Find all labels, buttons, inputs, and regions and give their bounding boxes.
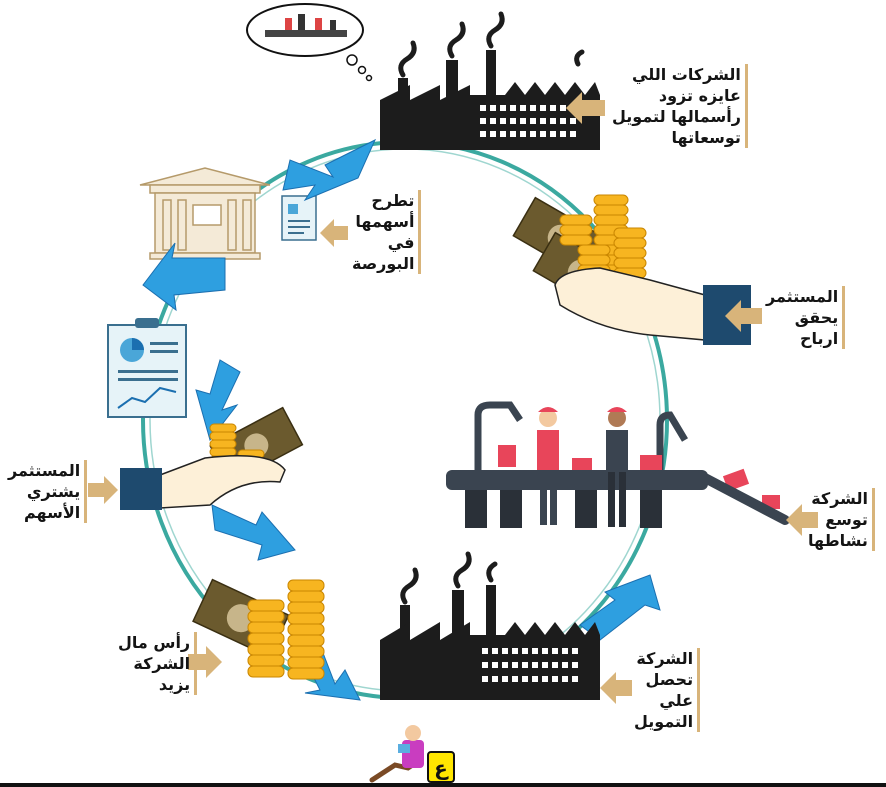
hand-with-money-icon — [120, 406, 304, 510]
label-line: الشركة — [133, 654, 191, 673]
pointer-arrow-icon — [786, 504, 818, 536]
label-line: التمويل — [634, 712, 694, 731]
label-line: رأسمالها لتمويل — [612, 107, 741, 126]
label-line: نشاطها — [808, 531, 868, 550]
label-line: المستثمر — [766, 287, 839, 306]
label-line: أسهمها — [355, 212, 415, 231]
stock-exchange-building-icon — [139, 167, 271, 260]
conveyor-belt-icon — [446, 401, 790, 528]
label-company-expands: الشركة توسع نشاطها — [808, 488, 875, 551]
label-line: يحقق — [794, 308, 839, 327]
arrow-icon — [142, 242, 226, 312]
pointer-arrow-icon — [600, 672, 632, 704]
label-line: البورصة — [352, 254, 415, 273]
pointer-arrow-icon — [320, 219, 348, 247]
share-certificate-icon — [281, 195, 317, 241]
label-line: تحصل — [645, 670, 694, 689]
coins-and-banknote-icon — [192, 578, 325, 680]
label-line: توسع — [825, 510, 868, 529]
factory-icon — [380, 551, 600, 700]
label-line: المستثمر — [8, 461, 81, 480]
arrow-icon — [579, 574, 661, 641]
pointer-arrow-icon — [88, 476, 118, 504]
pointer-arrow-icon — [725, 300, 762, 332]
report-document-icon — [107, 318, 187, 418]
label-line: الشركات اللي — [632, 65, 741, 84]
label-line: يزيد — [158, 675, 191, 694]
hand-with-coins-icon — [512, 194, 751, 345]
factory-icon — [380, 11, 600, 150]
label-company-financing: الشركة تحصل علي التمويل — [634, 648, 701, 732]
arrow-icon — [211, 504, 296, 561]
label-investor-profit: المستثمر يحقق ارباح — [766, 286, 846, 349]
label-line: توسعاتها — [671, 128, 741, 147]
arrow-icon — [282, 138, 377, 202]
label-line: علي — [659, 691, 694, 710]
label-investor-buys: المستثمر يشتري الأسهم — [8, 460, 88, 523]
pointer-arrow-icon — [566, 92, 605, 124]
label-capital-increases: رأس مال الشركة يزيد — [118, 632, 198, 695]
label-line: الشركة — [636, 649, 694, 668]
label-line: الشركة — [811, 489, 868, 508]
label-line: يشتري — [26, 482, 81, 501]
label-line: رأس مال — [118, 633, 191, 652]
label-line: عايزه تزود — [658, 86, 741, 105]
bottom-rule — [0, 783, 886, 787]
label-line: في — [387, 233, 415, 252]
label-companies: الشركات اللي عايزه تزود رأسمالها لتمويل … — [612, 64, 748, 148]
label-line: ارباح — [800, 329, 839, 348]
label-line: الأسهم — [24, 503, 81, 522]
reading-person-logo-icon — [369, 725, 455, 783]
label-line: تطرح — [371, 191, 415, 210]
cycle-arrows — [142, 138, 661, 701]
thought-bubble-icon — [246, 3, 373, 82]
label-offer-shares: تطرح أسهمها في البورصة — [352, 190, 422, 274]
arrow-icon — [195, 359, 241, 442]
logo-letter: ع — [434, 756, 448, 780]
